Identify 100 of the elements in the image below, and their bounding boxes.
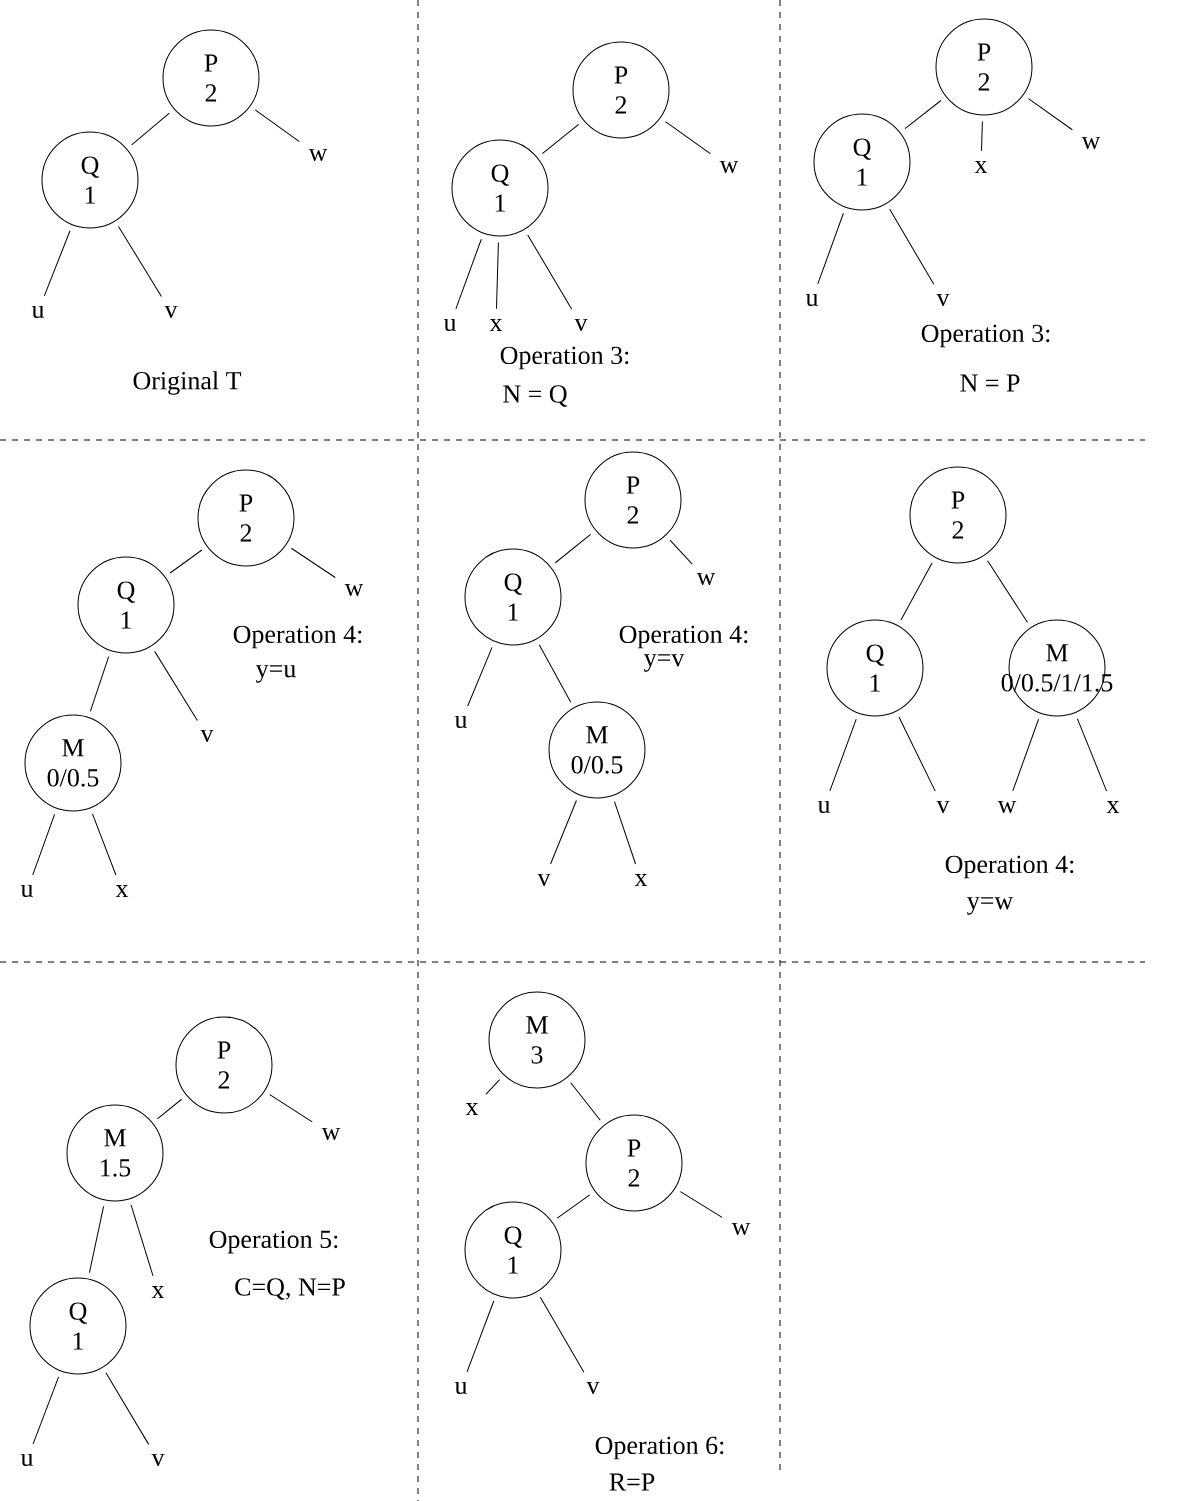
tree-node: P 2 xyxy=(909,466,1007,564)
tree-node: Q 1 xyxy=(464,548,562,646)
caption: Operation 6: xyxy=(595,1436,724,1460)
leaf-label: u xyxy=(805,293,819,307)
leaf-label: v xyxy=(151,1453,165,1467)
caption: Operation 4: xyxy=(619,625,748,649)
caption: R=P xyxy=(609,1473,655,1491)
tree-branch xyxy=(92,813,117,876)
caption: y=v xyxy=(644,654,685,672)
leaf-label: v xyxy=(936,293,950,307)
tree-branch xyxy=(290,547,336,578)
tree-node: P 2 xyxy=(935,18,1033,116)
leaf-label: x xyxy=(1106,801,1120,813)
caption: N = Q xyxy=(503,385,568,407)
tree-branch xyxy=(455,238,482,310)
tree-branch xyxy=(169,549,203,574)
tree-branch xyxy=(43,230,71,297)
tree-branch xyxy=(269,1094,313,1123)
tree-branch xyxy=(485,1079,501,1095)
tree-branch xyxy=(130,1204,154,1277)
leaf-label: w xyxy=(731,1222,751,1236)
leaf-label: v xyxy=(586,1381,600,1395)
tree-node: P 2 xyxy=(585,1114,683,1212)
tree-branch xyxy=(32,813,56,876)
tree-branch xyxy=(131,112,170,146)
tree-node: P 2 xyxy=(197,469,295,567)
tree-branch xyxy=(1076,718,1108,792)
tree-branch xyxy=(118,225,162,297)
tree-branch xyxy=(987,560,1028,623)
tree-node: M 1.5 xyxy=(66,1104,164,1202)
tree-branch xyxy=(254,109,300,143)
leaf-label: w xyxy=(344,583,364,597)
leaf-label: v xyxy=(200,729,214,743)
caption: Operation 3: xyxy=(921,324,1050,348)
leaf-label: u xyxy=(443,318,457,332)
tree-branch xyxy=(898,716,936,792)
caption: N = P xyxy=(960,374,1020,392)
leaf-label: x xyxy=(974,161,988,173)
tree-branch xyxy=(669,539,693,565)
tree-branch xyxy=(554,533,592,564)
tree-node: Q 1 xyxy=(464,1201,562,1299)
tree-branch xyxy=(817,212,844,285)
caption: y=u xyxy=(256,665,296,683)
leaf-label: x xyxy=(489,319,503,331)
leaf-label: w xyxy=(1081,136,1101,150)
tree-branch xyxy=(889,208,935,285)
tree-branch xyxy=(467,646,493,707)
tree-branch xyxy=(541,123,580,155)
tree-branch xyxy=(89,656,110,712)
tree-branch xyxy=(32,1376,60,1445)
leaf-label: x xyxy=(465,1103,479,1115)
tree-node: P 2 xyxy=(162,29,260,127)
leaf-label: x xyxy=(151,1286,165,1298)
leaf-label: v xyxy=(164,305,178,319)
tree-node: Q 1 xyxy=(29,1277,127,1375)
leaf-label: w xyxy=(321,1127,341,1141)
tree-node: P 2 xyxy=(572,41,670,139)
tree-node: M 0/0.5 xyxy=(24,714,122,812)
tree-branch xyxy=(550,800,577,865)
leaf-label: w xyxy=(997,800,1017,814)
tree-node: Q 1 xyxy=(451,139,549,237)
leaf-label: w xyxy=(696,572,716,586)
leaf-label: u xyxy=(454,715,468,729)
tree-branch xyxy=(829,718,857,792)
caption: Operation 3: xyxy=(500,346,629,370)
tree-branch xyxy=(154,650,198,721)
leaf-label: v xyxy=(574,318,588,332)
tree-node: Q 1 xyxy=(41,131,139,229)
tree-branch xyxy=(614,801,637,865)
leaf-label: v xyxy=(537,873,551,887)
tree-branch xyxy=(904,100,942,130)
tree-branch xyxy=(570,1082,601,1121)
tree-branch xyxy=(981,121,983,152)
leaf-label: x xyxy=(115,885,129,897)
tree-branch xyxy=(88,1205,105,1274)
tree-branch xyxy=(496,242,499,310)
tree-branch xyxy=(556,1194,591,1219)
caption: y=w xyxy=(967,897,1014,915)
caption: Operation 4: xyxy=(945,855,1074,879)
leaf-label: v xyxy=(936,800,950,814)
leaf-label: u xyxy=(20,884,34,898)
leaf-label: u xyxy=(817,800,831,814)
tree-branch xyxy=(1027,98,1073,131)
tree-branch xyxy=(105,1372,150,1445)
leaf-label: u xyxy=(454,1381,468,1395)
tree-branch xyxy=(539,1296,585,1373)
tree-branch xyxy=(900,562,933,621)
leaf-label: w xyxy=(308,148,328,162)
caption: Operation 4: xyxy=(233,625,362,649)
tree-node: M 0/0.5 xyxy=(548,701,646,799)
caption: C=Q, N=P xyxy=(235,1278,345,1300)
tree-branch xyxy=(1012,718,1040,792)
leaf-label: u xyxy=(31,305,45,319)
tree-branch xyxy=(527,234,573,310)
tree-node: Q 1 xyxy=(826,619,924,717)
tree-node: M 3 xyxy=(488,991,586,1089)
tree-node: P 2 xyxy=(175,1016,273,1114)
tree-node: P 2 xyxy=(584,451,682,549)
caption: Operation 5: xyxy=(209,1230,338,1254)
tree-branch xyxy=(664,121,711,155)
